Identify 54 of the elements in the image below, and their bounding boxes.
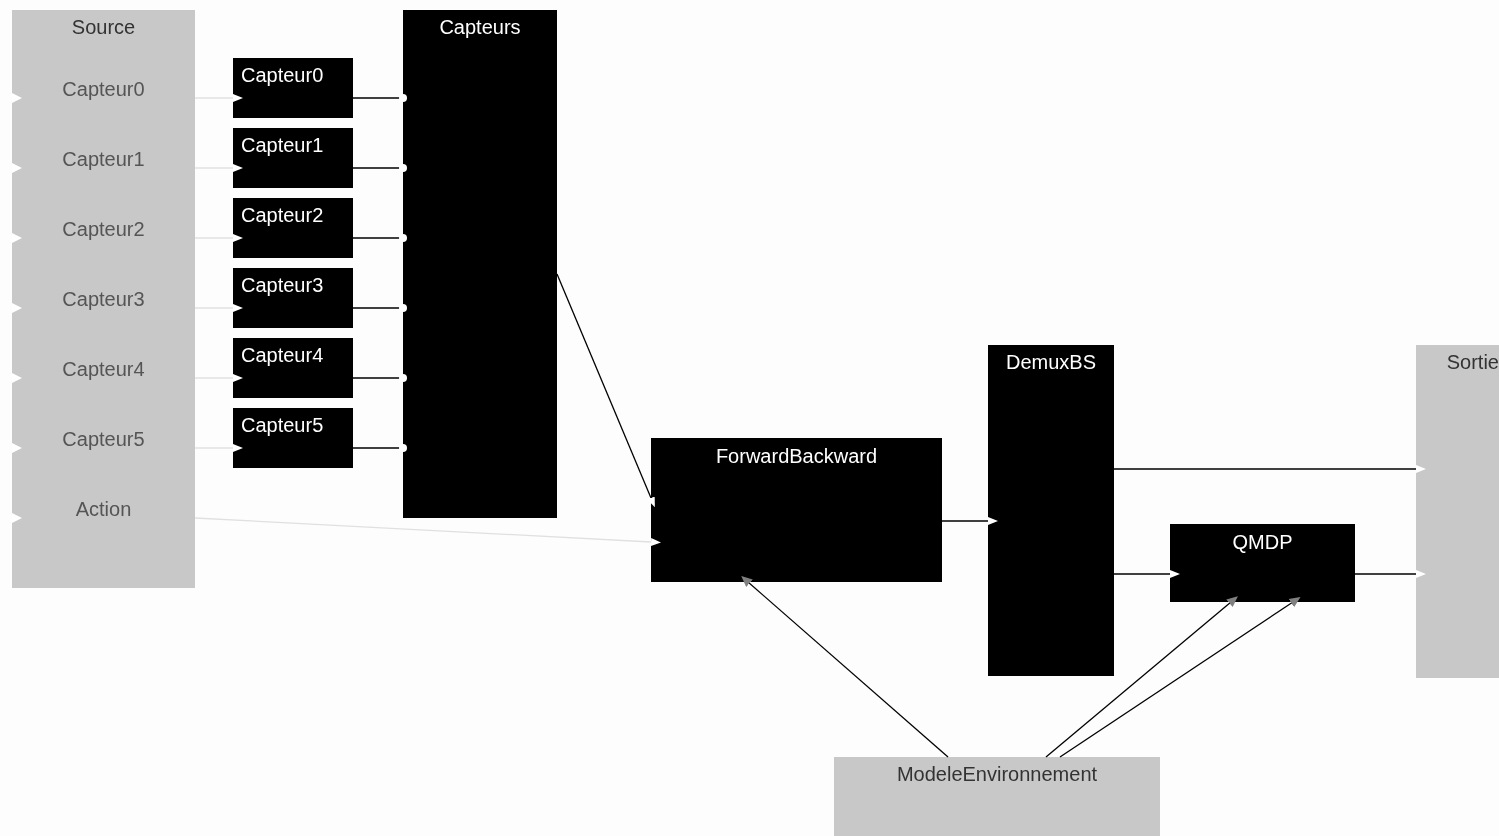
subsystem-block bbox=[834, 757, 1160, 836]
block-title: Capteur3 bbox=[240, 273, 325, 297]
function-block bbox=[233, 198, 353, 258]
connector-line bbox=[194, 304, 243, 312]
connector-line bbox=[352, 374, 407, 382]
block-title: Capteur0 bbox=[240, 63, 325, 87]
block-title: ForwardBackward bbox=[714, 444, 879, 468]
block-title: ModeleEnvironnement bbox=[895, 762, 1099, 786]
function-block bbox=[233, 338, 353, 398]
connector-line bbox=[194, 94, 243, 102]
block-title: Capteurs bbox=[438, 15, 522, 39]
function-block bbox=[988, 345, 1114, 676]
connector-line bbox=[352, 94, 407, 102]
subsystem-block bbox=[1416, 345, 1499, 678]
port-label: Action bbox=[74, 497, 133, 521]
block-title: Source bbox=[70, 15, 137, 39]
port-label: Capteur3 bbox=[61, 287, 146, 311]
connector-line bbox=[194, 374, 243, 382]
connector-line bbox=[352, 234, 407, 242]
block-title: Capteur5 bbox=[240, 413, 325, 437]
connector-line bbox=[352, 304, 407, 312]
connector-line bbox=[1354, 570, 1426, 578]
port-label: Capteur1 bbox=[61, 147, 146, 171]
function-block bbox=[403, 10, 557, 518]
function-block bbox=[233, 128, 353, 188]
block-title: Capteur2 bbox=[240, 203, 325, 227]
connector-line bbox=[352, 164, 407, 172]
connector-line bbox=[1113, 465, 1426, 473]
function-block bbox=[233, 408, 353, 468]
port-label: Capteur2 bbox=[61, 217, 146, 241]
function-block bbox=[651, 438, 942, 582]
connector-line bbox=[1045, 596, 1238, 758]
block-title: Sortie bbox=[1445, 350, 1499, 374]
block-title: Capteur1 bbox=[240, 133, 325, 157]
function-block bbox=[1170, 524, 1355, 602]
function-block bbox=[233, 268, 353, 328]
connector-line bbox=[194, 164, 243, 172]
connector-line bbox=[556, 273, 655, 508]
block-title: Capteur4 bbox=[240, 343, 325, 367]
connector-line bbox=[1113, 570, 1180, 578]
port-label: Capteur0 bbox=[61, 77, 146, 101]
subsystem-block bbox=[12, 10, 195, 588]
port-label: Capteur5 bbox=[61, 427, 146, 451]
connector-line bbox=[194, 444, 243, 452]
port-label: Capteur4 bbox=[61, 357, 146, 381]
connector-line bbox=[941, 517, 998, 525]
connector-line bbox=[194, 517, 661, 546]
block-title: DemuxBS bbox=[1005, 350, 1097, 374]
connector-line bbox=[741, 576, 949, 758]
connector-line bbox=[194, 234, 243, 242]
function-block bbox=[233, 58, 353, 118]
connector-line bbox=[1059, 597, 1301, 758]
connector-line bbox=[352, 444, 407, 452]
block-title: QMDP bbox=[1231, 530, 1294, 554]
